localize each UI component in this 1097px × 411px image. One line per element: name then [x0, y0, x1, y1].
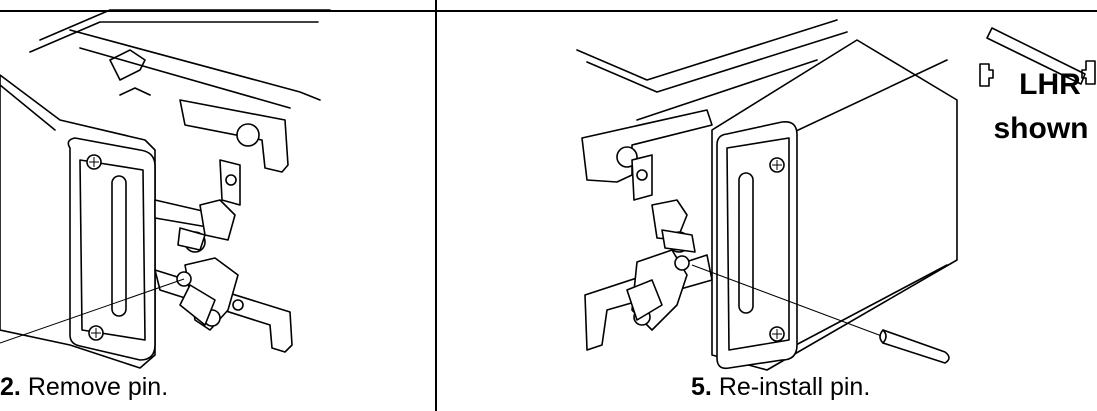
step-5-text: Re-install pin.	[718, 373, 871, 401]
reinstall-pin-illustration	[576, 19, 1096, 371]
step-2-panel: 2. Remove pin.	[0, 0, 436, 411]
step-5-number: 5.	[691, 373, 712, 401]
step-5-panel: 5. Re-install pin. LHR shown	[437, 0, 1097, 411]
step-2-caption: 2. Remove pin.	[0, 373, 168, 402]
lhr-label: LHR	[1019, 68, 1081, 101]
panel-divider	[435, 0, 437, 411]
top-border	[0, 10, 1097, 12]
step-5-caption: 5. Re-install pin.	[691, 373, 870, 402]
step-2-number: 2.	[0, 373, 21, 401]
shown-label: shown	[993, 112, 1089, 145]
step-2-text: Remove pin.	[27, 373, 169, 401]
remove-pin-illustration	[0, 9, 331, 369]
